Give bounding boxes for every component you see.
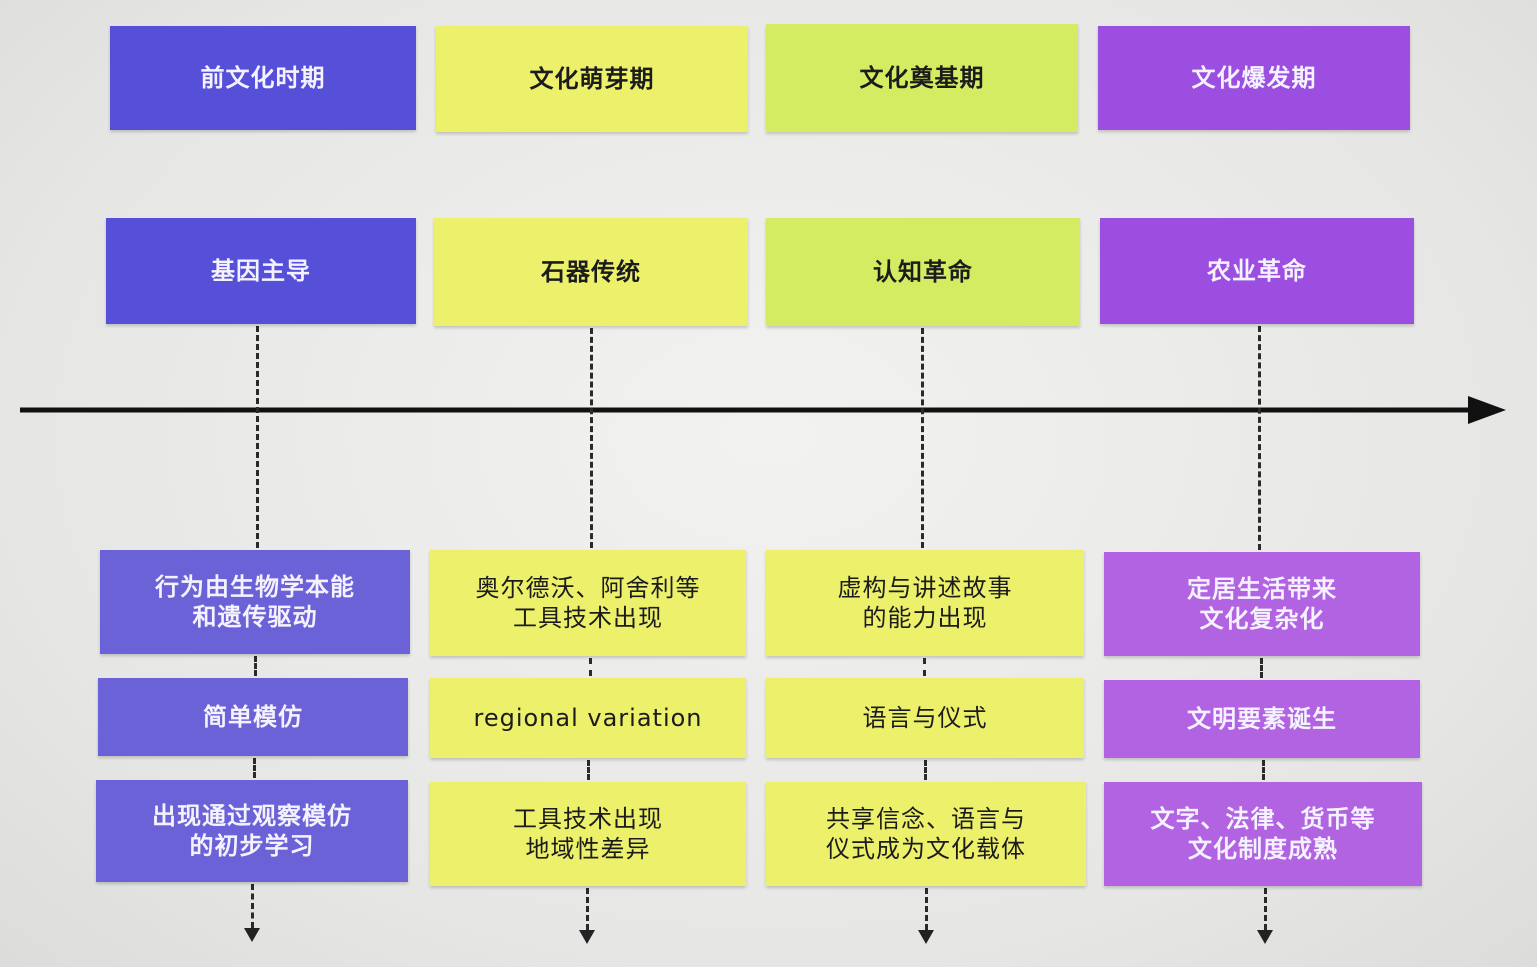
connector-col1-upper (256, 326, 259, 548)
connector-col2-mid1 (589, 658, 592, 676)
connector-col1-lower (251, 884, 254, 928)
phase-header-1: 前文化时期 (110, 26, 416, 130)
connector-col3-mid1 (923, 658, 926, 676)
arrow-down-col3 (918, 930, 934, 944)
connector-col2-mid2 (587, 760, 590, 780)
detail-2-1: 奥尔德沃、阿舍利等 工具技术出现 (430, 550, 746, 656)
trigger-1: 基因主导 (106, 218, 416, 324)
arrow-down-col4 (1257, 930, 1273, 944)
trigger-3: 认知革命 (766, 218, 1080, 326)
detail-1-1: 行为由生物学本能 和遗传驱动 (100, 550, 410, 654)
connector-col4-mid1 (1260, 658, 1263, 678)
detail-1-2: 简单模仿 (98, 678, 408, 756)
detail-4-3: 文字、法律、货币等 文化制度成熟 (1104, 782, 1422, 886)
connector-col3-mid2 (924, 760, 927, 780)
detail-3-3: 共享信念、语言与 仪式成为文化载体 (766, 782, 1086, 886)
trigger-4: 农业革命 (1100, 218, 1414, 324)
detail-2-2: regional variation (430, 678, 746, 758)
detail-3-1: 虚构与讲述故事 的能力出现 (766, 550, 1084, 656)
connector-col1-mid2 (253, 758, 256, 778)
detail-1-3: 出现通过观察模仿 的初步学习 (96, 780, 408, 882)
detail-2-3: 工具技术出现 地域性差异 (430, 782, 746, 886)
phase-header-3: 文化奠基期 (766, 24, 1078, 132)
connector-col2-upper (590, 328, 593, 548)
detail-3-2: 语言与仪式 (766, 678, 1084, 758)
connector-col3-upper (921, 328, 924, 548)
connector-col2-lower (586, 888, 589, 930)
phase-header-2: 文化萌芽期 (436, 26, 748, 132)
connector-col4-lower (1264, 888, 1267, 930)
timeline-arrowhead (1468, 396, 1506, 424)
arrow-down-col1 (244, 928, 260, 942)
trigger-2: 石器传统 (434, 218, 748, 326)
connector-col3-lower (925, 888, 928, 930)
connector-col1-mid1 (254, 656, 257, 676)
phase-header-4: 文化爆发期 (1098, 26, 1410, 130)
connector-col4-upper (1258, 326, 1261, 550)
detail-4-2: 文明要素诞生 (1104, 680, 1420, 758)
arrow-down-col2 (579, 930, 595, 944)
connector-col4-mid2 (1262, 760, 1265, 780)
detail-4-1: 定居生活带来 文化复杂化 (1104, 552, 1420, 656)
